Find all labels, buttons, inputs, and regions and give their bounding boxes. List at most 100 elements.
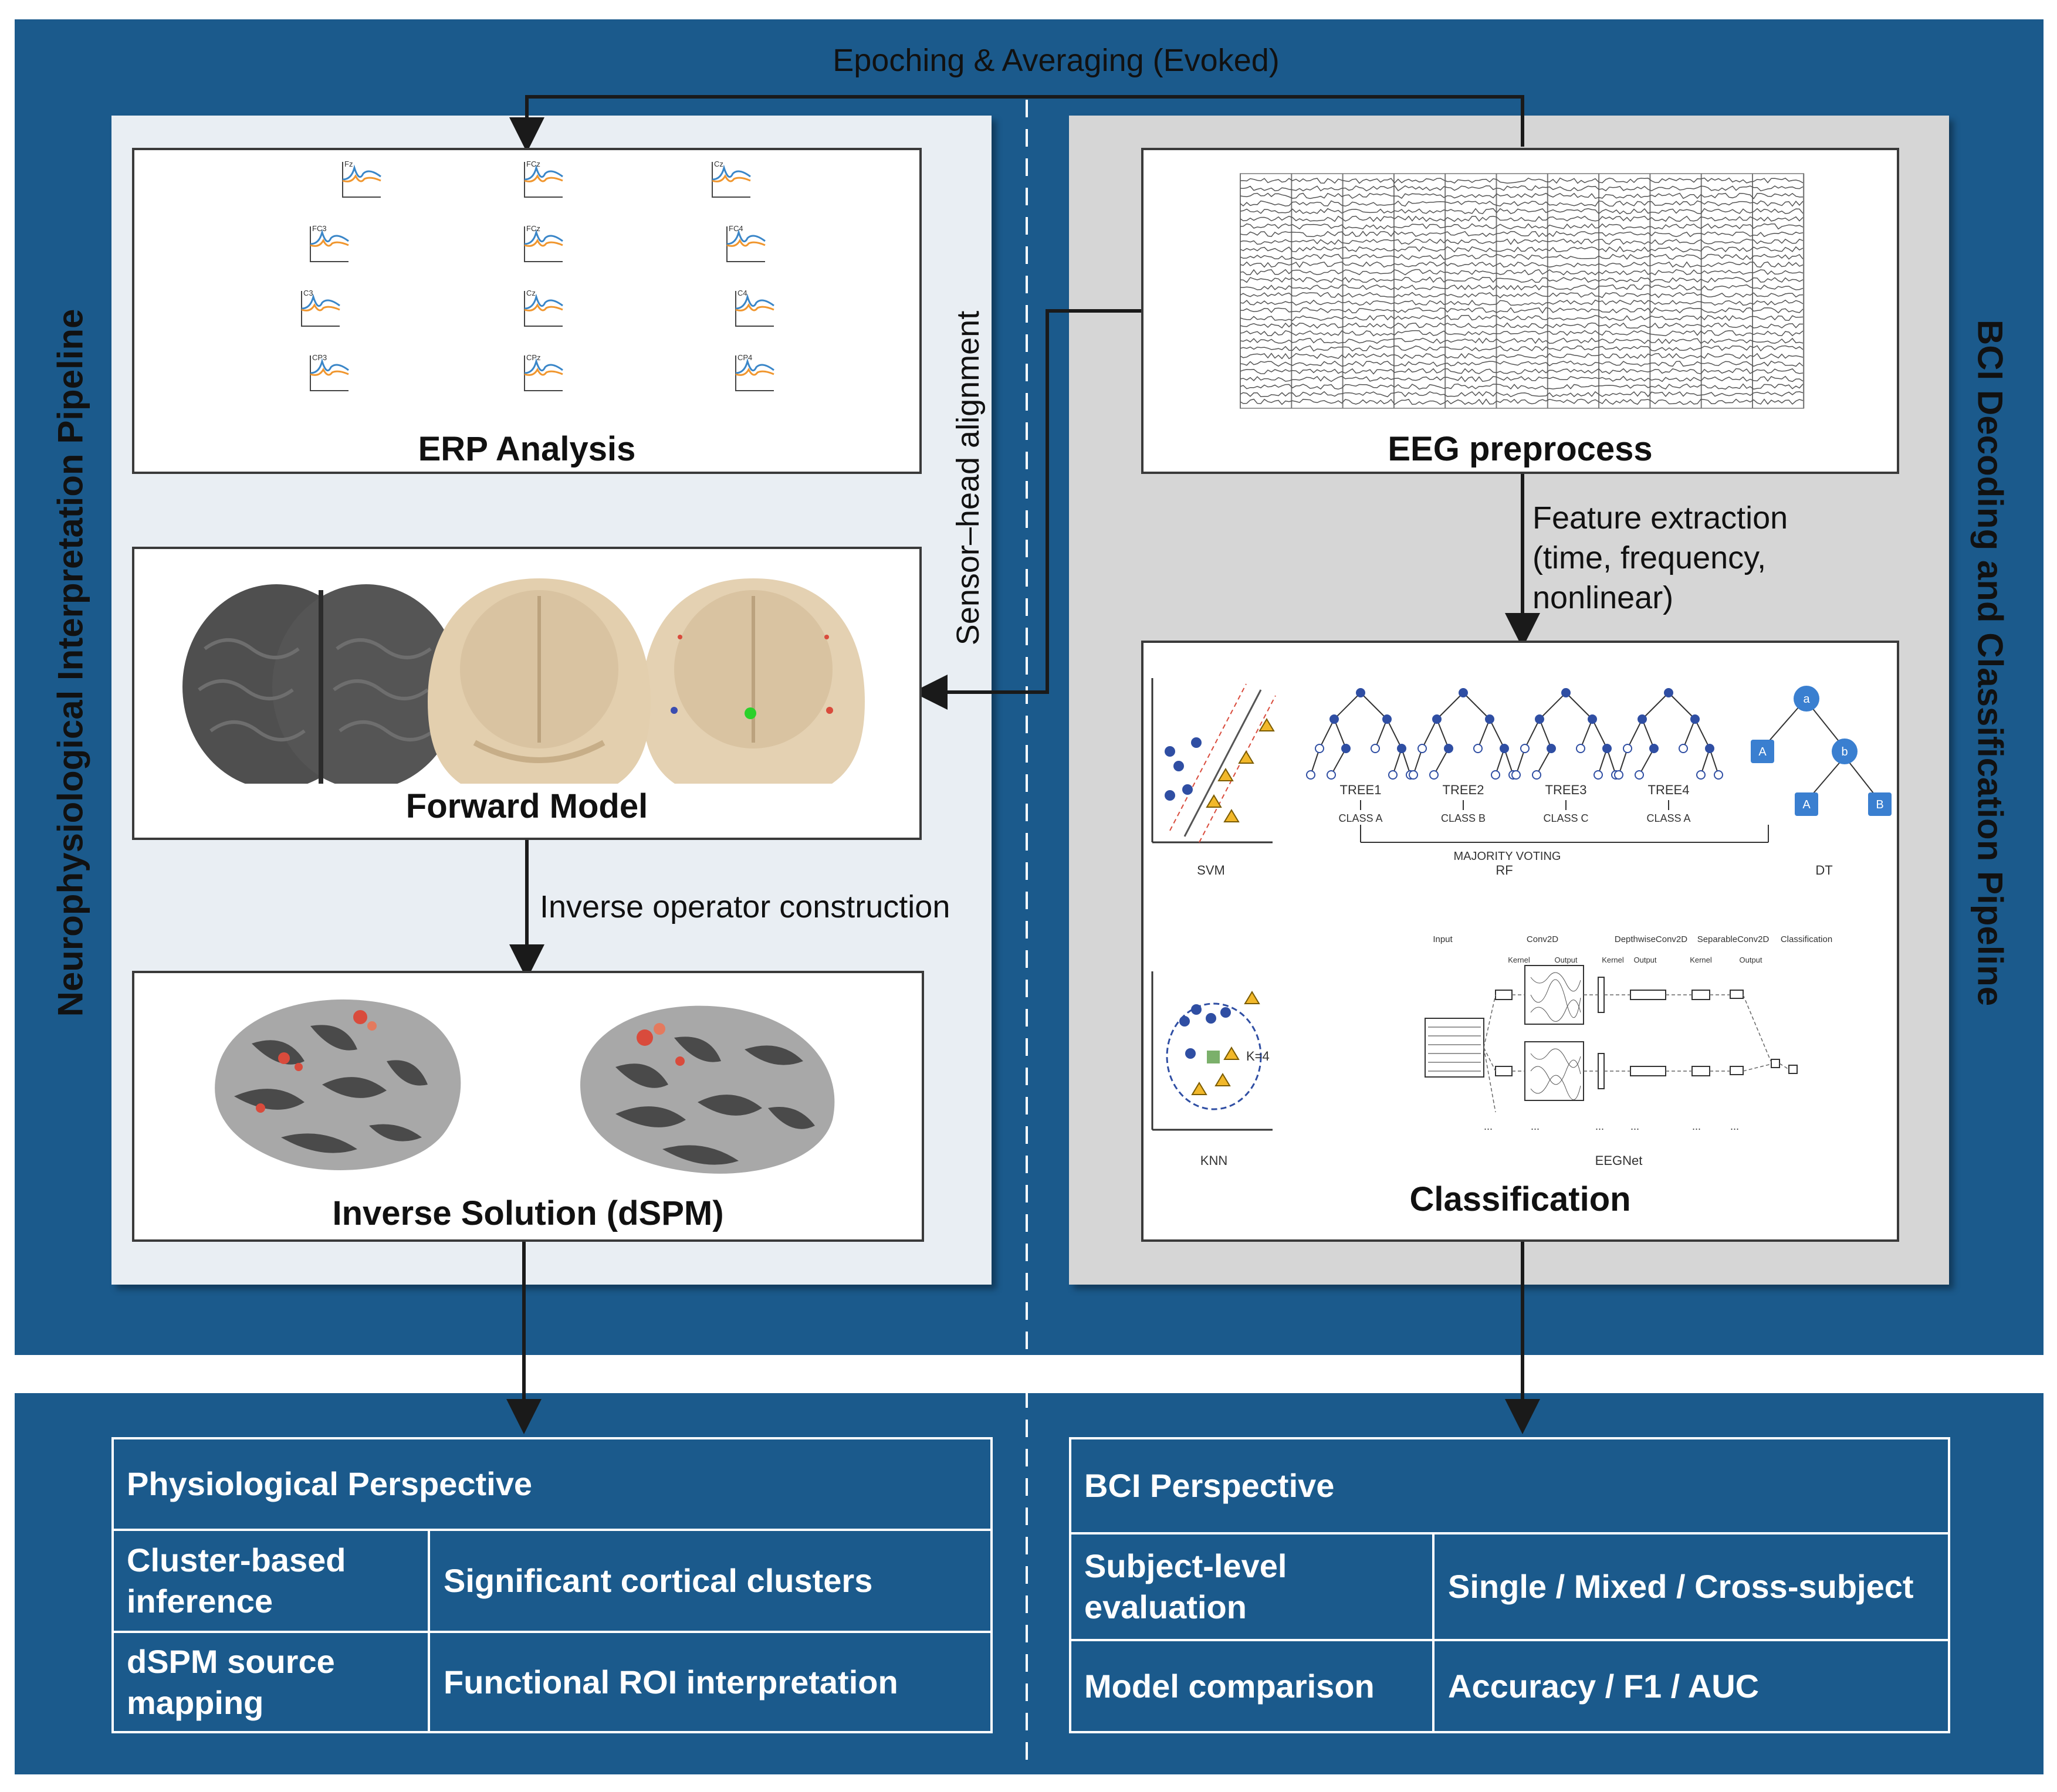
phys-row2-col1: dSPM source mapping	[127, 1642, 335, 1721]
erp-channel-plot: CP3	[310, 353, 349, 391]
eegnet-stage-label: DepthwiseConv2D	[1615, 934, 1687, 944]
erp-channel-plot: FC3	[310, 224, 349, 262]
physiological-perspective-table: Physiological Perspective Cluster-based …	[111, 1437, 993, 1733]
eegnet-sub-label: Output	[1633, 956, 1656, 964]
erp-channel-label: Cz	[714, 160, 723, 168]
rf-label: RF	[1496, 863, 1513, 878]
erp-channel-label: C3	[303, 289, 313, 297]
svm-plot: SVM	[1151, 678, 1276, 878]
erp-channel-label: Cz	[526, 289, 536, 297]
rf-class-label: CLASS A	[1338, 812, 1382, 824]
eegnet-label: EEGNet	[1595, 1153, 1643, 1168]
eegnet-sub-label: Kernel	[1602, 956, 1624, 964]
eegnet-stage-label: Classification	[1781, 934, 1832, 944]
inverse-solution-title: Inverse Solution (dSPM)	[332, 1194, 724, 1232]
knn-plot: K=4 KNN	[1151, 971, 1273, 1168]
rf-tree-label: TREE4	[1648, 782, 1690, 797]
physiological-header: Physiological Perspective	[127, 1465, 532, 1502]
svg-text:...: ...	[1692, 1120, 1701, 1132]
right-pipeline-title: BCI Decoding and Classification Pipeline	[1970, 319, 2010, 1007]
forward-model-images	[182, 578, 865, 784]
erp-channel-plot: Cz	[524, 289, 563, 327]
dt-label: DT	[1815, 863, 1832, 878]
erp-channel-label: C4	[737, 289, 747, 297]
rf-tree-label: TREE3	[1545, 782, 1587, 797]
svg-text:...: ...	[1531, 1120, 1540, 1132]
rf-class-label: CLASS A	[1646, 812, 1690, 824]
rf-tree-label: TREE1	[1340, 782, 1382, 797]
forward-model-title: Forward Model	[405, 787, 648, 825]
head-model-icon	[428, 578, 651, 784]
bci-row2-col2: Accuracy / F1 / AUC	[1448, 1667, 1760, 1705]
eegnet-sub-label: Output	[1554, 956, 1577, 964]
svg-text:a: a	[1803, 693, 1810, 706]
head-sensor-icon	[642, 578, 865, 784]
decision-tree-diagram: a b A A B DT	[1751, 686, 1892, 878]
brain-surface-icon	[182, 584, 460, 784]
erp-channel-plot: FC4	[726, 224, 766, 262]
eeg-raw-traces	[1240, 173, 1805, 409]
eegnet-stage-label: Input	[1433, 934, 1453, 944]
eeg-preprocess-card: EEG preprocess	[1141, 148, 1899, 474]
rf-class-label: CLASS C	[1543, 812, 1588, 824]
erp-channel-label: CPz	[526, 353, 541, 362]
erp-channel-plot: C3	[301, 289, 340, 327]
svg-text:b: b	[1841, 746, 1848, 758]
erp-channel-label: CP4	[737, 353, 752, 362]
bottom-blue-frame	[15, 1393, 2044, 1774]
knn-k-label: K=4	[1246, 1049, 1270, 1063]
erp-channel-label: FC3	[312, 224, 327, 233]
erp-channel-label: FC4	[729, 224, 743, 233]
phys-row2-col2: Functional ROI interpretation	[444, 1663, 898, 1700]
inflated-cortex-images	[215, 999, 835, 1174]
erp-channel-plot: C4	[735, 289, 774, 327]
right-hemisphere-icon	[580, 1005, 835, 1174]
svm-label: SVM	[1197, 863, 1225, 878]
bci-row2-col1: Model comparison	[1084, 1667, 1375, 1705]
svg-text:B: B	[1876, 798, 1883, 811]
erp-channel-plot: FCz	[524, 224, 563, 262]
eeg-preprocess-title: EEG preprocess	[1388, 430, 1653, 468]
eegnet-stage-label: SeparableConv2D	[1697, 934, 1770, 944]
classification-title: Classification	[1409, 1180, 1631, 1218]
feature-extraction-label-3: nonlinear)	[1532, 580, 1674, 615]
feature-extraction-label-1: Feature extraction	[1532, 500, 1788, 536]
bci-perspective-table: BCI Perspective Subject-level evaluation…	[1069, 1437, 1950, 1733]
erp-channel-plot: Fz	[342, 160, 381, 198]
eegnet-sub-label: Output	[1739, 956, 1762, 964]
sensor-head-label: Sensor–head alignment	[950, 310, 986, 646]
bci-header: BCI Perspective	[1084, 1467, 1335, 1504]
forward-model-card: Forward Model	[132, 547, 922, 840]
bci-row1-col2: Single / Mixed / Cross-subject	[1448, 1568, 1914, 1605]
svg-text:A: A	[1802, 798, 1811, 811]
bci-row1-col1: Subject-level evaluation	[1084, 1547, 1287, 1625]
erp-channel-plot: CP4	[735, 353, 774, 391]
rf-class-label: CLASS B	[1441, 812, 1486, 824]
erp-channel-label: FCz	[526, 160, 540, 168]
eegnet-stage-label: Conv2D	[1527, 934, 1558, 944]
erp-analysis-title: ERP Analysis	[418, 430, 636, 468]
erp-channel-label: Fz	[344, 160, 353, 168]
eegnet-sub-label: Kernel	[1690, 956, 1712, 964]
center-divider	[1026, 100, 1028, 1771]
phys-row1-col2: Significant cortical clusters	[444, 1562, 873, 1599]
erp-channel-plot: FCz	[524, 160, 563, 198]
svg-text:...: ...	[1595, 1120, 1604, 1132]
svg-text:...: ...	[1484, 1120, 1493, 1132]
erp-channel-label: FCz	[526, 224, 540, 233]
eegnet-sub-label: Kernel	[1508, 956, 1530, 964]
phys-row1-col1: Cluster-based inference	[127, 1542, 346, 1620]
inverse-solution-card: Inverse Solution (dSPM)	[132, 971, 924, 1242]
top-flow-label: Epoching & Averaging (Evoked)	[833, 43, 1280, 78]
svg-text:...: ...	[1630, 1120, 1639, 1132]
erp-channel-plot: Cz	[712, 160, 751, 198]
